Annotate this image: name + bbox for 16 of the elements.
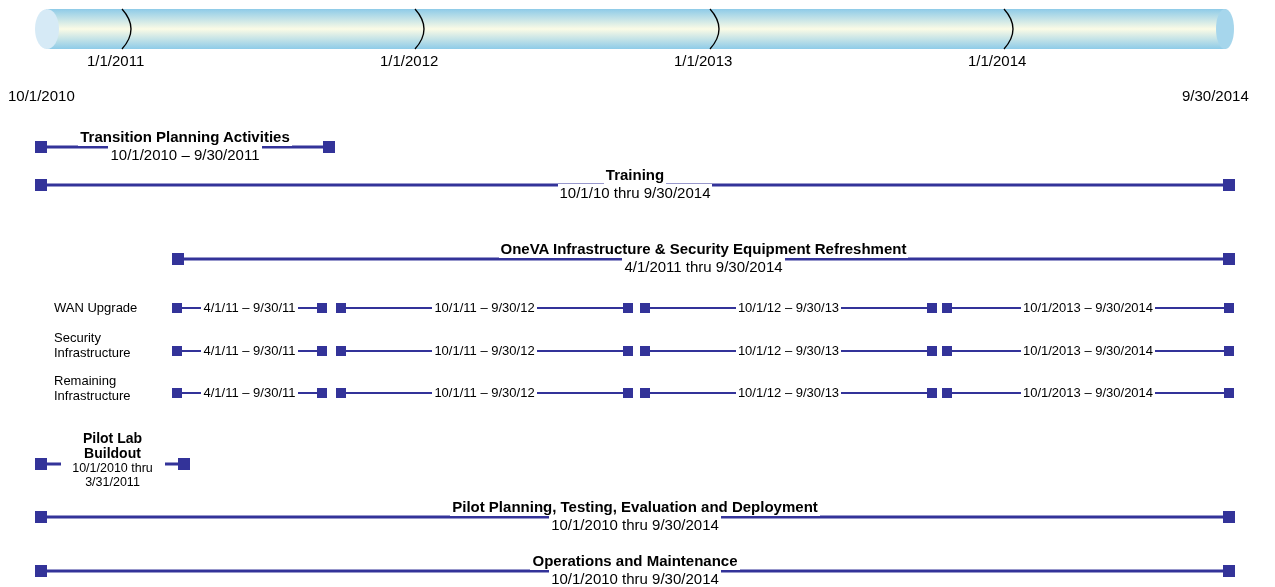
row-label: Remaining Infrastructure	[54, 373, 132, 403]
task-title: Operations and Maintenance	[530, 552, 740, 570]
row-label: WAN Upgrade	[54, 300, 139, 315]
task-title: Training	[603, 166, 667, 184]
axis-date-label: 1/1/2014	[968, 52, 1027, 69]
date-range: 10/1/2010 thru 9/30/2014	[549, 570, 721, 587]
axis-date-label: 1/1/2011	[87, 52, 145, 69]
row-label: Security Infrastructure	[54, 330, 132, 360]
axis-date-label: 9/30/2014	[1182, 87, 1249, 104]
task-title: Pilot Planning, Testing, Evaluation and Deployment	[450, 498, 820, 516]
axis-date-label: 1/1/2013	[674, 52, 733, 69]
axis-date-label: 1/1/2012	[380, 52, 439, 69]
task-title: OneVA Infrastructure & Security Equipment Refreshment	[498, 240, 909, 258]
date-range: 10/1/2010 thru 3/31/2011	[60, 461, 165, 489]
task-title: Transition Planning Activities	[78, 128, 292, 146]
axis-date-label: 10/1/2010	[8, 87, 75, 104]
